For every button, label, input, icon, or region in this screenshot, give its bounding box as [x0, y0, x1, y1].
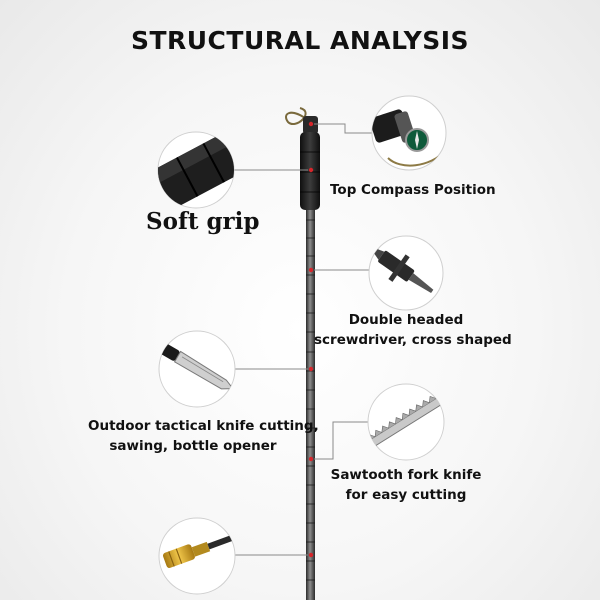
screwdriver-label: Double headed screwdriver, cross shaped	[314, 310, 512, 350]
grip-icon	[157, 131, 235, 209]
knife-label-line-2: sawing, bottle opener	[109, 438, 277, 454]
knife-icon	[158, 330, 236, 408]
knife-label: Outdoor tactical knife cutting, sawing, …	[88, 416, 319, 456]
marker-dots	[308, 121, 314, 558]
leader-lines	[234, 123, 372, 556]
screwdriver-label-line-2: screwdriver, cross shaped	[314, 332, 512, 348]
compass-label: Top Compass Position	[330, 180, 496, 200]
compass-icon	[371, 95, 447, 171]
sawtooth-label-line-2: for easy cutting	[345, 487, 467, 503]
brass-tool-icon	[158, 517, 236, 595]
sawtooth-label-line-1: Sawtooth fork knife	[330, 467, 482, 483]
lanyard-cord	[285, 107, 307, 125]
screwdriver-label-line-1: Double headed	[348, 312, 464, 328]
compass-label-line: Top Compass Position	[330, 182, 496, 198]
soft-grip-label: Soft grip	[146, 208, 260, 235]
screwdriver-icon	[368, 235, 444, 311]
pole	[300, 116, 320, 600]
page-title: STRUCTURAL ANALYSIS	[130, 26, 470, 55]
saw-knife-icon	[367, 383, 445, 461]
sawtooth-label: Sawtooth fork knife for easy cutting	[330, 465, 482, 505]
knife-label-line-1: Outdoor tactical knife cutting,	[88, 418, 319, 434]
